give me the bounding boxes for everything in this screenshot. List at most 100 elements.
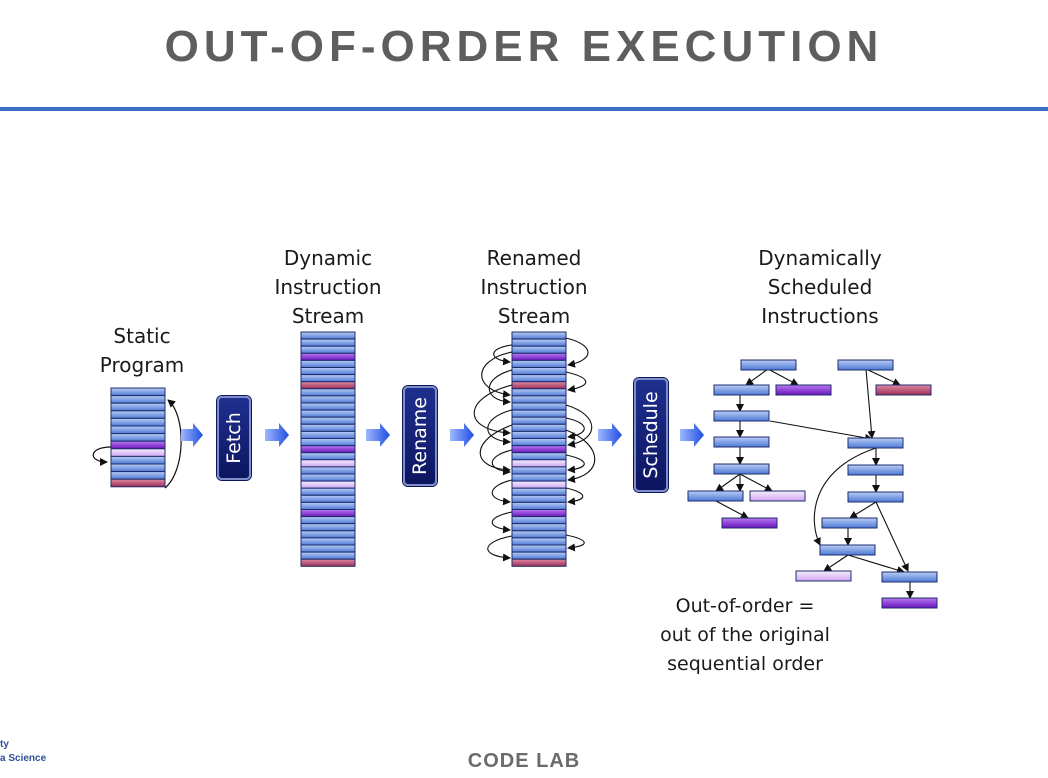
flow-arrow [598, 423, 622, 447]
instruction-slot [511, 487, 567, 496]
instruction-slot [300, 551, 356, 560]
instruction-slot [300, 381, 356, 390]
instruction-slot [511, 352, 567, 361]
instruction-slot [511, 388, 567, 397]
instruction-slot [300, 395, 356, 404]
instruction-slot [511, 473, 567, 482]
footer-brand: CODE LAB [467, 750, 581, 772]
scheduled-instruction [721, 517, 778, 529]
instruction-slot [300, 445, 356, 454]
instruction-slot [110, 402, 166, 412]
instruction-slot [110, 433, 166, 442]
schedule-graph-edges [715, 368, 914, 599]
instruction-slot [300, 331, 356, 340]
flow-arrow [265, 423, 289, 447]
flow-arrow [181, 423, 203, 447]
scheduled-instruction [821, 517, 878, 529]
instruction-slot [300, 544, 356, 553]
scheduled-instruction [713, 436, 770, 448]
instruction-slot [110, 471, 166, 480]
instruction-slot [300, 345, 356, 354]
instruction-slot [511, 430, 567, 439]
scheduled-instruction [713, 463, 770, 475]
instruction-slot [300, 530, 356, 539]
instruction-slot [110, 395, 166, 404]
instruction-slot [511, 480, 567, 489]
instruction-slot [300, 480, 356, 489]
flow-arrow [450, 423, 474, 447]
instruction-slot [300, 374, 356, 383]
instruction-slot [511, 466, 567, 475]
static-program-column [110, 387, 166, 488]
instruction-slot [110, 448, 166, 457]
flow-arrow [680, 423, 704, 447]
instruction-slot [511, 381, 567, 390]
instruction-slot [511, 494, 567, 503]
scheduled-instruction [749, 490, 806, 502]
scheduled-instruction [847, 491, 904, 503]
scheduled-instruction [875, 384, 932, 396]
rename-label: Rename [409, 397, 431, 475]
instruction-slot [511, 509, 567, 518]
instruction-slot [511, 523, 567, 532]
renamed-stream-column [511, 331, 567, 567]
scheduled-instruction [775, 384, 832, 396]
schedule-stage: Schedule [634, 378, 668, 492]
instruction-slot [300, 473, 356, 482]
instruction-slot [511, 530, 567, 539]
dependency-arcs [473, 337, 596, 562]
instruction-slot [511, 423, 567, 432]
instruction-slot [110, 410, 166, 419]
instruction-slot [511, 359, 567, 368]
instruction-slot [300, 402, 356, 411]
instruction-slot [511, 409, 567, 418]
static-loop-arrows [92, 399, 182, 489]
dynamic-stream-column [300, 331, 356, 567]
instruction-slot [300, 388, 356, 397]
instruction-slot [300, 516, 356, 525]
scheduled-instruction [847, 437, 904, 449]
slide-title: OUT-OF-ORDER EXECUTION [164, 22, 884, 71]
instruction-slot [110, 417, 166, 427]
instruction-slot [511, 338, 567, 347]
instruction-slot [300, 537, 356, 546]
instruction-slot [511, 544, 567, 553]
instruction-slot [511, 516, 567, 525]
instruction-slot [511, 331, 567, 340]
instruction-slot [300, 367, 356, 376]
instruction-slot [300, 338, 356, 347]
scheduled-instruction [687, 490, 744, 502]
instruction-slot [300, 438, 356, 447]
instruction-slot [300, 416, 356, 425]
instruction-slot [300, 430, 356, 439]
instruction-slot [300, 501, 356, 510]
instruction-slot [300, 409, 356, 418]
instruction-slot [511, 374, 567, 383]
schedule-graph-nodes [687, 359, 938, 609]
instruction-slot [511, 367, 567, 376]
instruction-slot [511, 551, 567, 560]
instruction-slot [511, 452, 567, 461]
instruction-slot [300, 452, 356, 461]
instruction-slot [300, 466, 356, 475]
instruction-slot [110, 387, 166, 397]
instruction-slot [300, 494, 356, 503]
instruction-slot [300, 359, 356, 368]
instruction-slot [300, 423, 356, 432]
instruction-slot [300, 487, 356, 496]
instruction-slot [110, 455, 166, 465]
scheduled-instruction [881, 597, 938, 609]
scheduled-instruction [740, 359, 797, 371]
scheduled-instruction [713, 410, 770, 422]
flow-arrows [181, 423, 704, 447]
scheduled-instruction [713, 384, 770, 396]
scheduled-instruction [819, 544, 876, 556]
instruction-slot [511, 402, 567, 411]
instruction-slot [110, 463, 166, 473]
